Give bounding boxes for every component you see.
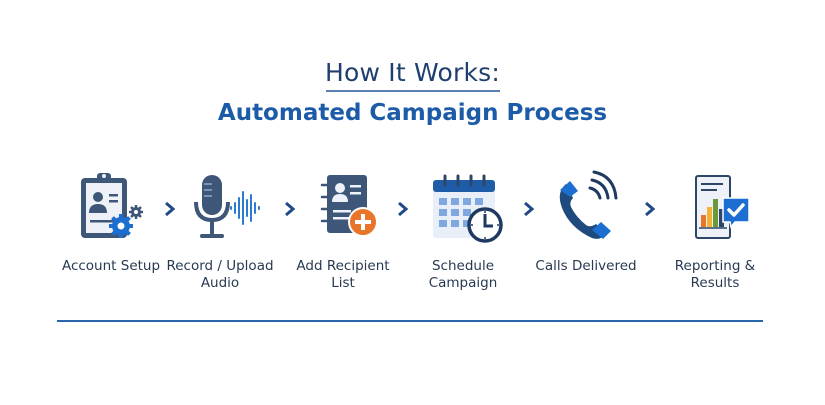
chevron-right-icon — [165, 201, 176, 217]
contact-list-add-icon — [320, 175, 378, 237]
chevron-right-icon — [645, 201, 656, 217]
step-record-upload-audio: Record / Upload Audio — [165, 170, 275, 291]
step-label: Account Setup — [61, 258, 161, 274]
chevron-right-icon — [524, 201, 535, 217]
phone-icon — [559, 170, 618, 239]
step-label: Record / Upload Audio — [166, 258, 274, 291]
page-subtitle: Automated Campaign Process — [217, 100, 608, 126]
step-account-setup: Account Setup — [56, 170, 166, 274]
step-add-recipient-list: Add Recipient List — [288, 170, 398, 291]
chevron-right-icon — [398, 201, 409, 217]
chevron-right-icon — [285, 201, 296, 217]
divider-line — [57, 320, 763, 322]
clipboard-gear-icon — [81, 173, 143, 238]
step-label: Calls Delivered — [535, 258, 637, 274]
step-label: Add Recipient List — [296, 258, 390, 291]
step-reporting-results: Reporting & Results — [660, 170, 770, 291]
report-check-icon — [695, 175, 750, 239]
microphone-icon — [194, 175, 260, 238]
page-title: How It Works: — [325, 58, 500, 87]
title-underline — [326, 90, 500, 92]
step-calls-delivered: Calls Delivered — [531, 170, 641, 274]
step-label: Schedule Campaign — [428, 258, 498, 291]
step-label: Reporting & Results — [674, 258, 756, 291]
step-schedule-campaign: Schedule Campaign — [408, 170, 518, 291]
calendar-clock-icon — [433, 174, 503, 243]
